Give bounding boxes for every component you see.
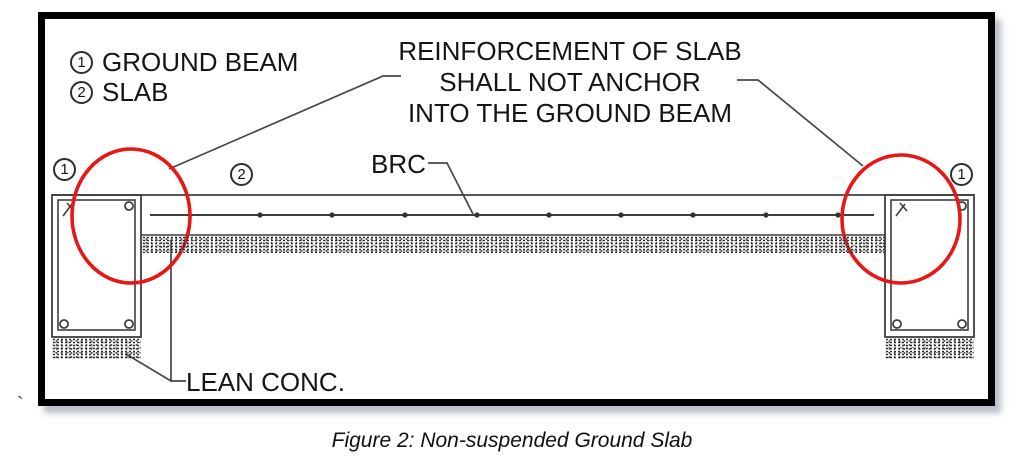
brc-mesh-dot — [835, 212, 841, 218]
brc-mesh-dot — [257, 212, 263, 218]
highlight-circle-right — [840, 153, 962, 285]
right-beam-break-mark — [895, 202, 908, 217]
legend-item-slab: 2 SLAB — [70, 77, 298, 107]
note-line-2: SHALL NOT ANCHOR — [439, 67, 701, 97]
legend-marker-1: 1 — [70, 50, 93, 74]
brc-label: BRC — [371, 149, 426, 179]
callout-left-beam: 1 — [53, 158, 76, 181]
note-line-1: REINFORCEMENT OF SLAB — [398, 36, 742, 66]
callout-right-beam: 1 — [950, 163, 973, 186]
brc-mesh-dot — [763, 212, 769, 218]
note-line-3: INTO THE GROUND BEAM — [407, 98, 733, 128]
rebar-dot — [124, 201, 134, 211]
brc-mesh-dot — [402, 212, 408, 218]
rebar-dot — [59, 319, 69, 329]
reinforcement-note: REINFORCEMENT OF SLAB SHALL NOT ANCHOR I… — [390, 36, 750, 129]
stray-backtick-mark: ` — [17, 394, 24, 416]
brc-mesh-dot — [690, 212, 696, 218]
brc-mesh-dot — [546, 212, 552, 218]
right-beam-stirrup — [890, 199, 969, 331]
left-beam-outline — [51, 194, 142, 338]
lean-concrete-hatch-left-beam — [52, 338, 141, 359]
brc-leader — [428, 162, 474, 215]
legend-item-ground-beam: 1 GROUND BEAM — [70, 47, 299, 77]
legend-label-slab: SLAB — [102, 77, 169, 107]
brc-mesh-dot — [618, 212, 624, 218]
lean-concrete-hatch-under-slab — [142, 236, 885, 253]
right-beam-outline — [884, 194, 975, 338]
lean-conc-label: LEAN CONC. — [186, 367, 345, 397]
callout-slab: 2 — [230, 163, 253, 186]
legend-marker-2: 2 — [70, 80, 93, 104]
note-leader-left — [168, 75, 401, 170]
rebar-dot — [892, 319, 902, 329]
legend: 1 GROUND BEAM 2 SLAB — [70, 47, 299, 107]
highlight-circle-left — [70, 147, 192, 285]
brc-mesh-dot — [329, 212, 335, 218]
lean-concrete-hatch-right-beam — [885, 338, 974, 359]
figure-caption: Figure 2: Non-suspended Ground Slab — [331, 429, 693, 452]
legend-label-ground-beam: GROUND BEAM — [102, 47, 299, 77]
rebar-dot — [124, 319, 134, 329]
left-beam-stirrup — [57, 199, 136, 331]
brc-mesh-dot — [474, 212, 480, 218]
note-leader-right — [737, 79, 864, 167]
rebar-dot — [957, 319, 967, 329]
